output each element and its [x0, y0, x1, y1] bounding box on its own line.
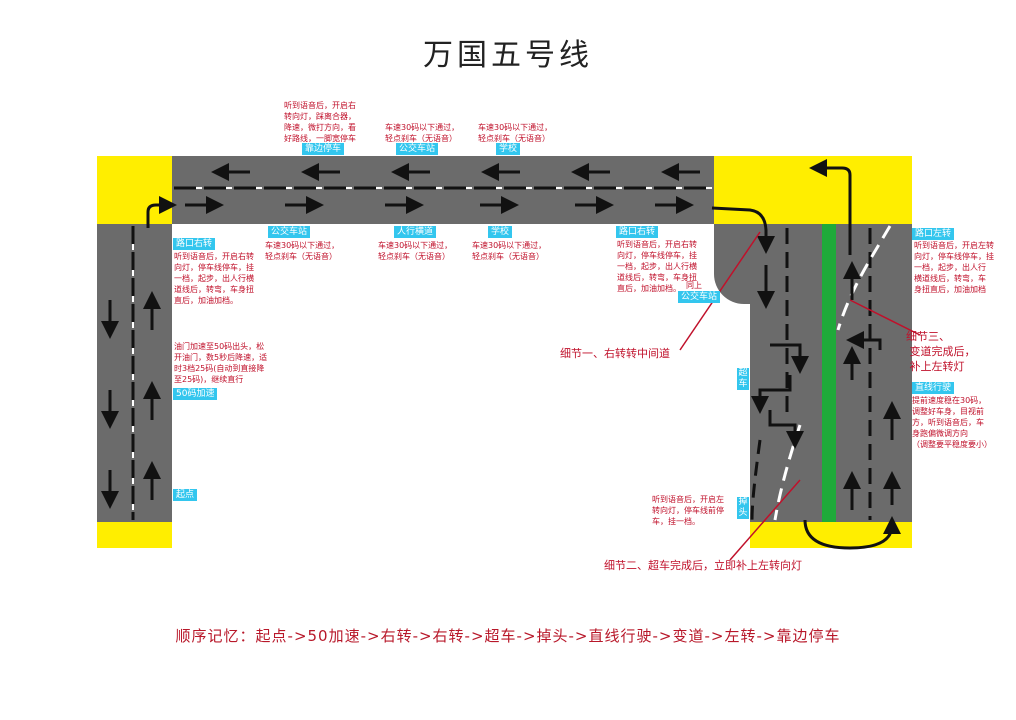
label-same-as-above: 同上: [686, 281, 702, 290]
detail-three: 细节三、 变道完成后， 补上左转灯: [906, 330, 976, 373]
note-bus-stop-lower: 车速30码以下通过， 轻点刹车（无语音）: [265, 241, 340, 261]
tag-school-lower: 学校: [488, 226, 513, 238]
tag-intersection-left-turn: 路口左转: [912, 228, 955, 240]
tag-crosswalk: 人行横道: [394, 226, 437, 238]
note-u-turn: 听到语音后，开启左 转向灯，停车线前停 车，挂一档。: [652, 495, 724, 526]
note-school-lower: 车速30码以下通过， 轻点刹车（无语音）: [472, 241, 547, 261]
note-school-upper: 车速30码以下通过， 轻点刹车（无语音）: [478, 123, 553, 143]
note-left-turn: 听到语音后，开启左转 向灯，停车线停车，挂 一档，起步，出人行 横道线后，转弯，…: [914, 241, 994, 294]
tag-bus-stop-lower: 公交车站: [268, 226, 311, 238]
note-crosswalk: 车速30码以下通过， 轻点刹车（无语音）: [378, 241, 453, 261]
tag-u-turn: 掉 头: [737, 497, 749, 519]
note-right-turn-1: 听到语音后，开启右转 向灯，停车线停车，挂 一档，起步，出人行横 道线后，转弯，…: [174, 252, 254, 305]
right-road-curve-2: [750, 439, 762, 521]
top-road: [172, 156, 714, 224]
note-pull-over: 听到语音后，开启右 转向灯，踩离合器， 降速，微打方向，看 好路线，一脚宽停车: [284, 101, 356, 143]
tag-school-upper: 学校: [496, 143, 521, 155]
end-zone-left: [97, 522, 172, 548]
tag-accelerate-50: 50码加速: [173, 388, 218, 400]
note-accelerate-50: 油门加速至50码出头，松 开油门，数5秒后降速，适 时3档25码(自动到直接降 …: [174, 342, 268, 384]
green-median: [822, 224, 836, 522]
tag-overtake: 超 车: [737, 368, 749, 390]
tag-straight-driving: 直线行驶: [912, 382, 955, 394]
note-right-turn-2: 听到语音后，开启右转 向灯，停车线停车，挂 一档，起步，出人行横 道线后，转弯，…: [617, 240, 697, 293]
note-straight-driving: 提前速度稳在30码， 调整好车身，目视前 方，听到语音后，车 身跑偏微调方向 （…: [912, 396, 992, 449]
detail-two-leader: [729, 479, 801, 561]
detail-three-leader: [849, 299, 921, 336]
tag-pull-over: 靠边停车: [302, 143, 345, 155]
right-road-curve-3: [836, 225, 892, 331]
tag-intersection-right-turn-2: 路口右转: [616, 226, 659, 238]
page-title: 万国五号线: [423, 38, 593, 73]
note-bus-stop-upper: 车速30码以下通过， 轻点刹车（无语音）: [385, 123, 460, 143]
sequence-footer: 顺序记忆：起点->50加速->右转->右转->超车->掉头->直线行驶->变道-…: [175, 627, 841, 645]
detail-one: 细节一、右转转中间道: [560, 347, 670, 360]
tag-bus-stop-right: 公交车站: [678, 291, 721, 303]
tag-start: 起点: [173, 489, 198, 501]
tag-bus-stop-upper: 公交车站: [396, 143, 439, 155]
tag-intersection-right-turn-1: 路口右转: [173, 238, 216, 250]
detail-two: 细节二、超车完成后，立即补上左转向灯: [604, 559, 802, 572]
